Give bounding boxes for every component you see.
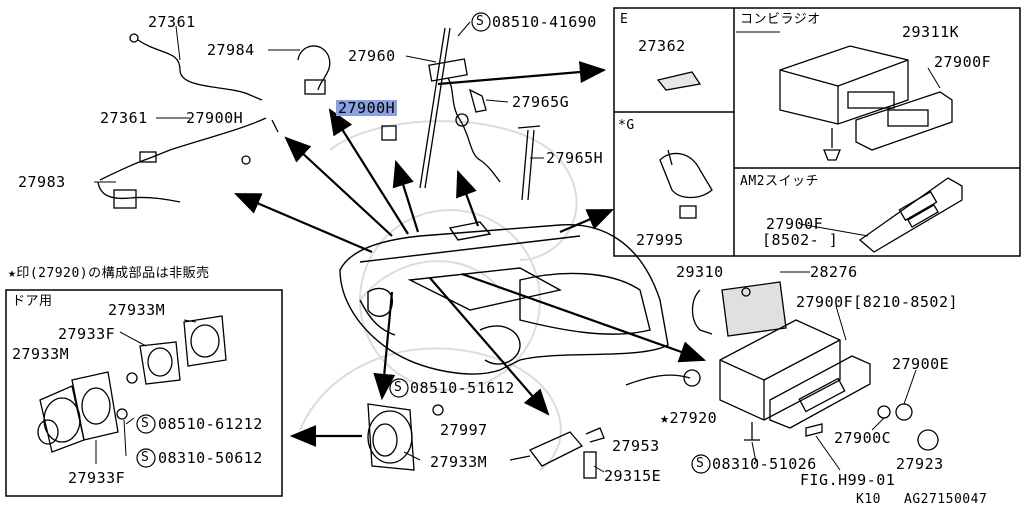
label-27953: 27953 <box>612 437 660 455</box>
part-27362 <box>656 71 702 91</box>
label-27984: 27984 <box>207 41 255 59</box>
label-8502-range: [8502- ] <box>762 231 839 249</box>
panel-boxes <box>5 7 1021 497</box>
s-symbols <box>136 12 711 474</box>
s-glyph: S <box>476 14 485 29</box>
s-glyph: S <box>141 450 150 465</box>
label-29315e: 29315E <box>604 467 662 485</box>
panel-e-title: E <box>620 12 629 27</box>
label-08510-41690: 08510-41690 <box>492 13 597 31</box>
label-27965g: 27965G <box>512 93 570 111</box>
label-08510-61212: 08510-61212 <box>158 415 263 433</box>
vehicle-body <box>339 221 669 375</box>
label-27965h: 27965H <box>546 149 604 167</box>
label-27900e: 27900E <box>892 355 950 373</box>
label-27923: 27923 <box>896 455 944 473</box>
label-27361-mid: 27361 <box>100 109 148 127</box>
label-27361-top: 27361 <box>148 13 196 31</box>
part-27995 <box>659 149 713 219</box>
label-27900f-am2: 27900F <box>766 215 824 233</box>
label-29310: 29310 <box>676 263 724 281</box>
callout-arrows <box>233 61 707 447</box>
door-speakers <box>37 315 227 453</box>
label-27960: 27960 <box>348 47 396 65</box>
panel-combi-radio-title: コンビラジオ <box>740 12 821 27</box>
label-08510-51612: 08510-51612 <box>410 379 515 397</box>
label-29311k: 29311K <box>902 23 960 41</box>
panel-am2-switch-title: AM2スイッチ <box>740 174 819 189</box>
label-27995: 27995 <box>636 231 684 249</box>
label-08310-50612: 08310-50612 <box>158 449 263 467</box>
label-27933m-door-top: 27933M <box>108 301 166 319</box>
footer-code: AG27150047 <box>904 492 988 507</box>
label-27900c: 27900C <box>834 429 892 447</box>
label-08310-51026: 08310-51026 <box>712 455 817 473</box>
s-glyph: S <box>394 380 403 395</box>
label-27362: 27362 <box>638 37 686 55</box>
panel-g-title: *G <box>618 118 635 133</box>
radio-assembly <box>625 281 939 451</box>
s-glyph: S <box>696 456 705 471</box>
label-27933f-door-bottom: 27933F <box>68 469 126 487</box>
combi-radio-unit <box>779 45 953 161</box>
note-non-sale: ★印(27920)の構成部品は非販売 <box>8 266 210 281</box>
label-28276: 28276 <box>810 263 858 281</box>
cables <box>97 33 397 209</box>
label-27933f-door-top: 27933F <box>58 325 116 343</box>
label-27900h-highlighted: 27900H <box>336 99 398 117</box>
label-27900h-left: 27900H <box>186 109 244 127</box>
parts-27997-29315e <box>509 427 605 479</box>
label-27900f-range: 27900F[8210-8502] <box>796 293 959 311</box>
main-speaker <box>367 403 444 471</box>
label-fig-ref: FIG.H99-01 <box>800 471 896 489</box>
label-27900f-combi: 27900F <box>934 53 992 71</box>
label-27920: ★27920 <box>660 409 718 427</box>
s-glyph: S <box>141 416 150 431</box>
label-27983: 27983 <box>18 173 66 191</box>
label-27997: 27997 <box>440 421 488 439</box>
panel-door-title: ドア用 <box>12 294 53 309</box>
label-27933m-door-left: 27933M <box>12 345 70 363</box>
label-27933m-main: 27933M <box>430 453 488 471</box>
leader-lines <box>94 21 941 473</box>
antenna-assembly <box>419 27 541 201</box>
footer-model: K10 <box>856 492 881 507</box>
am2-switch-plate <box>858 177 963 253</box>
